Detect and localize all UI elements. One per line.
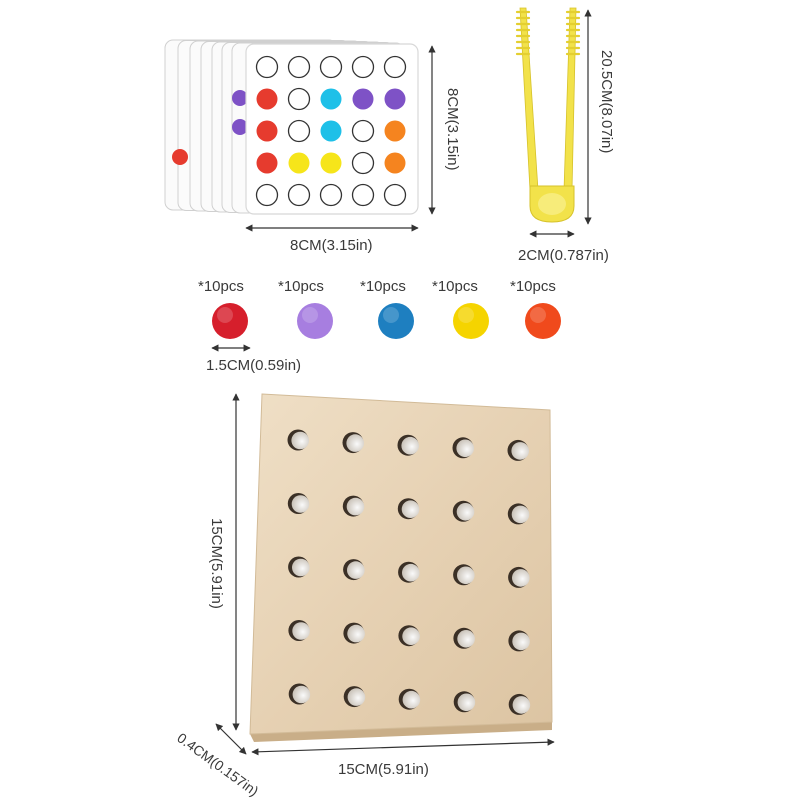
pattern-dot-empty [351,55,375,79]
back-card-dot [232,119,248,135]
board-hole [508,693,531,715]
card-width-label: 8CM(3.15in) [290,237,373,254]
pompom-item: *10pcs [278,278,333,339]
board-hole [398,625,420,647]
board-hole [508,566,530,588]
tweezer-arm [563,7,581,191]
pattern-dot-orange [384,152,406,174]
pattern-dot-empty [383,183,407,207]
back-card-dot [172,149,188,165]
pompom-item: *10pcs [198,278,248,339]
board-holes [287,429,531,715]
back-card-dot [232,90,248,106]
pattern-dot-empty [319,183,343,207]
board-hole [452,500,475,522]
pattern-dot-empty [287,87,311,111]
board-hole [287,493,310,514]
board-width-dimension: 15CM(5.91in) [251,738,555,778]
board-height-label: 15CM(5.91in) [208,518,225,609]
board-hole [397,498,420,520]
board-hole [287,429,310,451]
pompom-count-label: *10pcs [510,278,556,295]
pompom-row: *10pcs *10pcs *10pcs *10pcs *10pcs [198,278,561,339]
pattern-dot-empty [351,151,375,175]
pompom-item: *10pcs [510,278,561,339]
tweezer-length-dimension: 20.5CM(8.07in) [584,9,615,225]
pompom-count-label: *10pcs [360,278,406,295]
board-hole [397,434,420,456]
pattern-dot-yellow [320,152,342,174]
pattern-dot-empty [319,55,343,79]
tweezer-width-label: 2CM(0.787in) [518,247,609,264]
pattern-dot-purple [384,88,406,110]
board-thickness-dimension: 0.4CM(0.157in) [174,723,262,799]
pompom-ball [378,303,414,339]
tweezer-arms [515,7,581,191]
tweezers [515,7,581,223]
pompom-ball [525,303,561,339]
pattern-dot-red [256,120,278,142]
pompom-count-label: *10pcs [432,278,478,295]
pattern-dot-empty [255,55,279,79]
board-hole [452,437,475,459]
board-hole [398,688,421,710]
board-hole [508,630,530,652]
pompom-ball [453,303,489,339]
pattern-dot-purple [352,88,374,110]
card-height-dimension: 8CM(3.15in) [428,45,461,215]
card-height-label: 8CM(3.15in) [444,88,461,171]
pattern-dot-empty [287,183,311,207]
board-thickness-label: 0.4CM(0.157in) [174,729,261,799]
pompom-ball [212,303,248,339]
pattern-dot-yellow [288,152,310,174]
pattern-dot-red [256,152,278,174]
front-card-grid [255,55,407,207]
board-hole [343,622,365,644]
board-edge [250,722,552,742]
board-hole [343,559,365,581]
board-hole [288,620,310,641]
card-width-dimension: 8CM(3.15in) [245,224,419,254]
pattern-dot-empty [287,55,311,79]
pompom-ball [297,303,333,339]
pattern-dot-empty [351,119,375,143]
board-hole [288,683,311,705]
board-hole [453,627,475,649]
board-hole [288,556,310,578]
pattern-dot-empty [287,119,311,143]
tweezer-length-label: 20.5CM(8.07in) [598,50,615,153]
board-face [249,393,553,735]
board-height-dimension: 15CM(5.91in) [208,393,240,731]
tweezer-width-dimension: 2CM(0.787in) [518,230,609,264]
pattern-dot-empty [255,183,279,207]
front-pattern-card [245,43,419,215]
tweezer-arm [515,7,539,191]
pattern-dot-cyan [320,120,342,142]
wooden-pegboard [249,393,553,742]
pompom-diameter-label: 1.5CM(0.59in) [206,357,301,374]
board-width-label: 15CM(5.91in) [338,761,429,778]
board-hole [342,432,365,454]
pompom-item: *10pcs [432,278,489,339]
board-hole [453,691,476,713]
board-hole [398,561,420,583]
pattern-dot-cyan [320,88,342,110]
pompom-count-label: *10pcs [198,278,244,295]
board-hole [507,439,529,461]
board-hole [507,503,530,525]
pompom-count-label: *10pcs [278,278,324,295]
pattern-dot-red [256,88,278,110]
pattern-dot-empty [351,183,375,207]
board-hole [342,495,365,517]
pattern-dot-orange [384,120,406,142]
pattern-card-stack [164,39,419,215]
board-hole [453,564,475,586]
pattern-dot-empty [383,55,407,79]
pompom-item: *10pcs [360,278,414,339]
pompom-diameter-dimension: 1.5CM(0.59in) [206,344,301,374]
board-hole [343,686,366,708]
